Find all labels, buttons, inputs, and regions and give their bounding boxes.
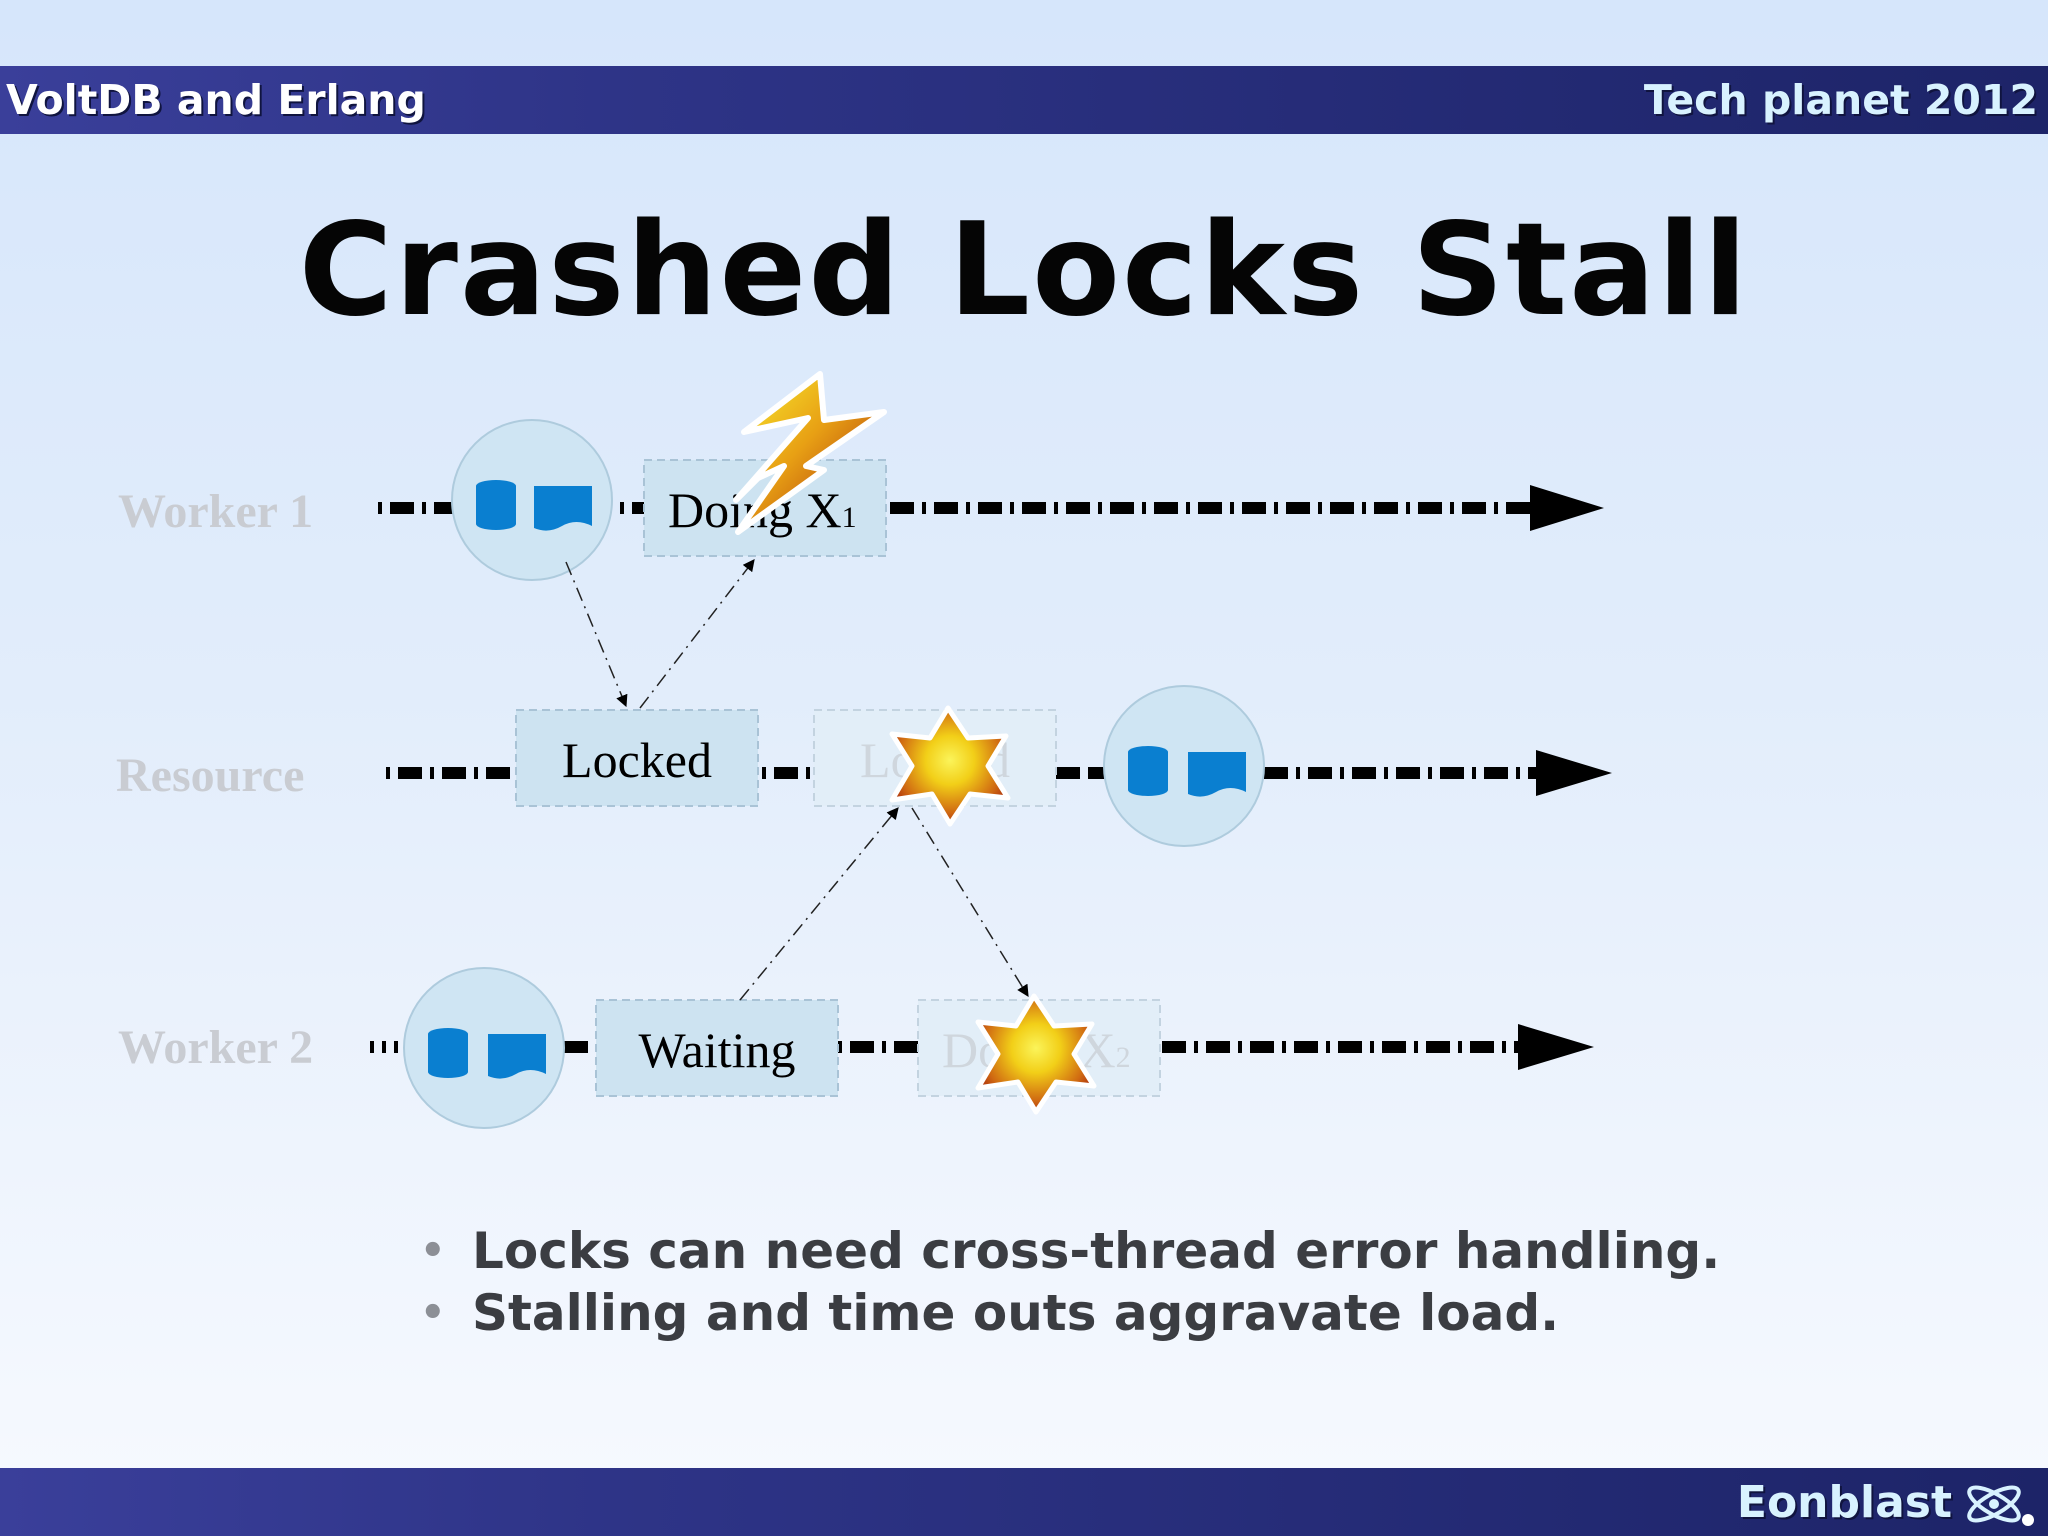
state-subscript-doing-x1: 1 [842, 501, 857, 534]
header-left-title: VoltDB and Erlang [6, 76, 426, 124]
connector-resource-to-w2 [911, 807, 1029, 998]
arrowhead-resource [1536, 750, 1612, 796]
connector-resource-to-w1 [639, 559, 755, 709]
lightning-bolt-icon [733, 371, 887, 535]
bullet-item: Locks can need cross-thread error handli… [420, 1220, 1720, 1282]
slide-title: Crashed Locks Stall [298, 196, 1750, 345]
header-band [0, 66, 2048, 134]
lane-label-worker-1: Worker 1 [118, 485, 313, 538]
state-text-waiting: Waiting [638, 1022, 795, 1078]
process-node-resource [1103, 685, 1265, 847]
state-box-locked: Locked [515, 709, 759, 807]
bullet-item: Stalling and time outs aggravate load. [420, 1282, 1720, 1344]
eonblast-logo-icon [1967, 1485, 2034, 1526]
lane-label-worker-2: Worker 2 [118, 1021, 313, 1074]
state-text-locked: Locked [562, 732, 712, 788]
process-icon [428, 1028, 546, 1079]
state-box-waiting: Waiting [595, 999, 839, 1097]
process-icon [1128, 746, 1246, 797]
process-node-worker-1 [451, 419, 613, 581]
bullet-list: Locks can need cross-thread error handli… [420, 1220, 1720, 1344]
arrowhead-worker-1 [1530, 485, 1604, 531]
state-subscript-doing-x2: 2 [1116, 1041, 1131, 1074]
connector-w1-to-resource [565, 561, 628, 708]
footer-band [0, 1468, 2048, 1536]
explosion-icon [975, 993, 1097, 1115]
explosion-icon [889, 705, 1011, 827]
header-right-title: Tech planet 2012 [1643, 76, 2038, 124]
connector-arrows [565, 559, 1029, 1001]
arrowhead-worker-2 [1518, 1024, 1594, 1070]
process-node-worker-2 [403, 967, 565, 1129]
connector-w2-to-resource [739, 807, 899, 1001]
lane-label-resource: Resource [116, 749, 304, 802]
process-icon [476, 480, 592, 531]
footer-brand: Eonblast [1736, 1477, 1952, 1528]
